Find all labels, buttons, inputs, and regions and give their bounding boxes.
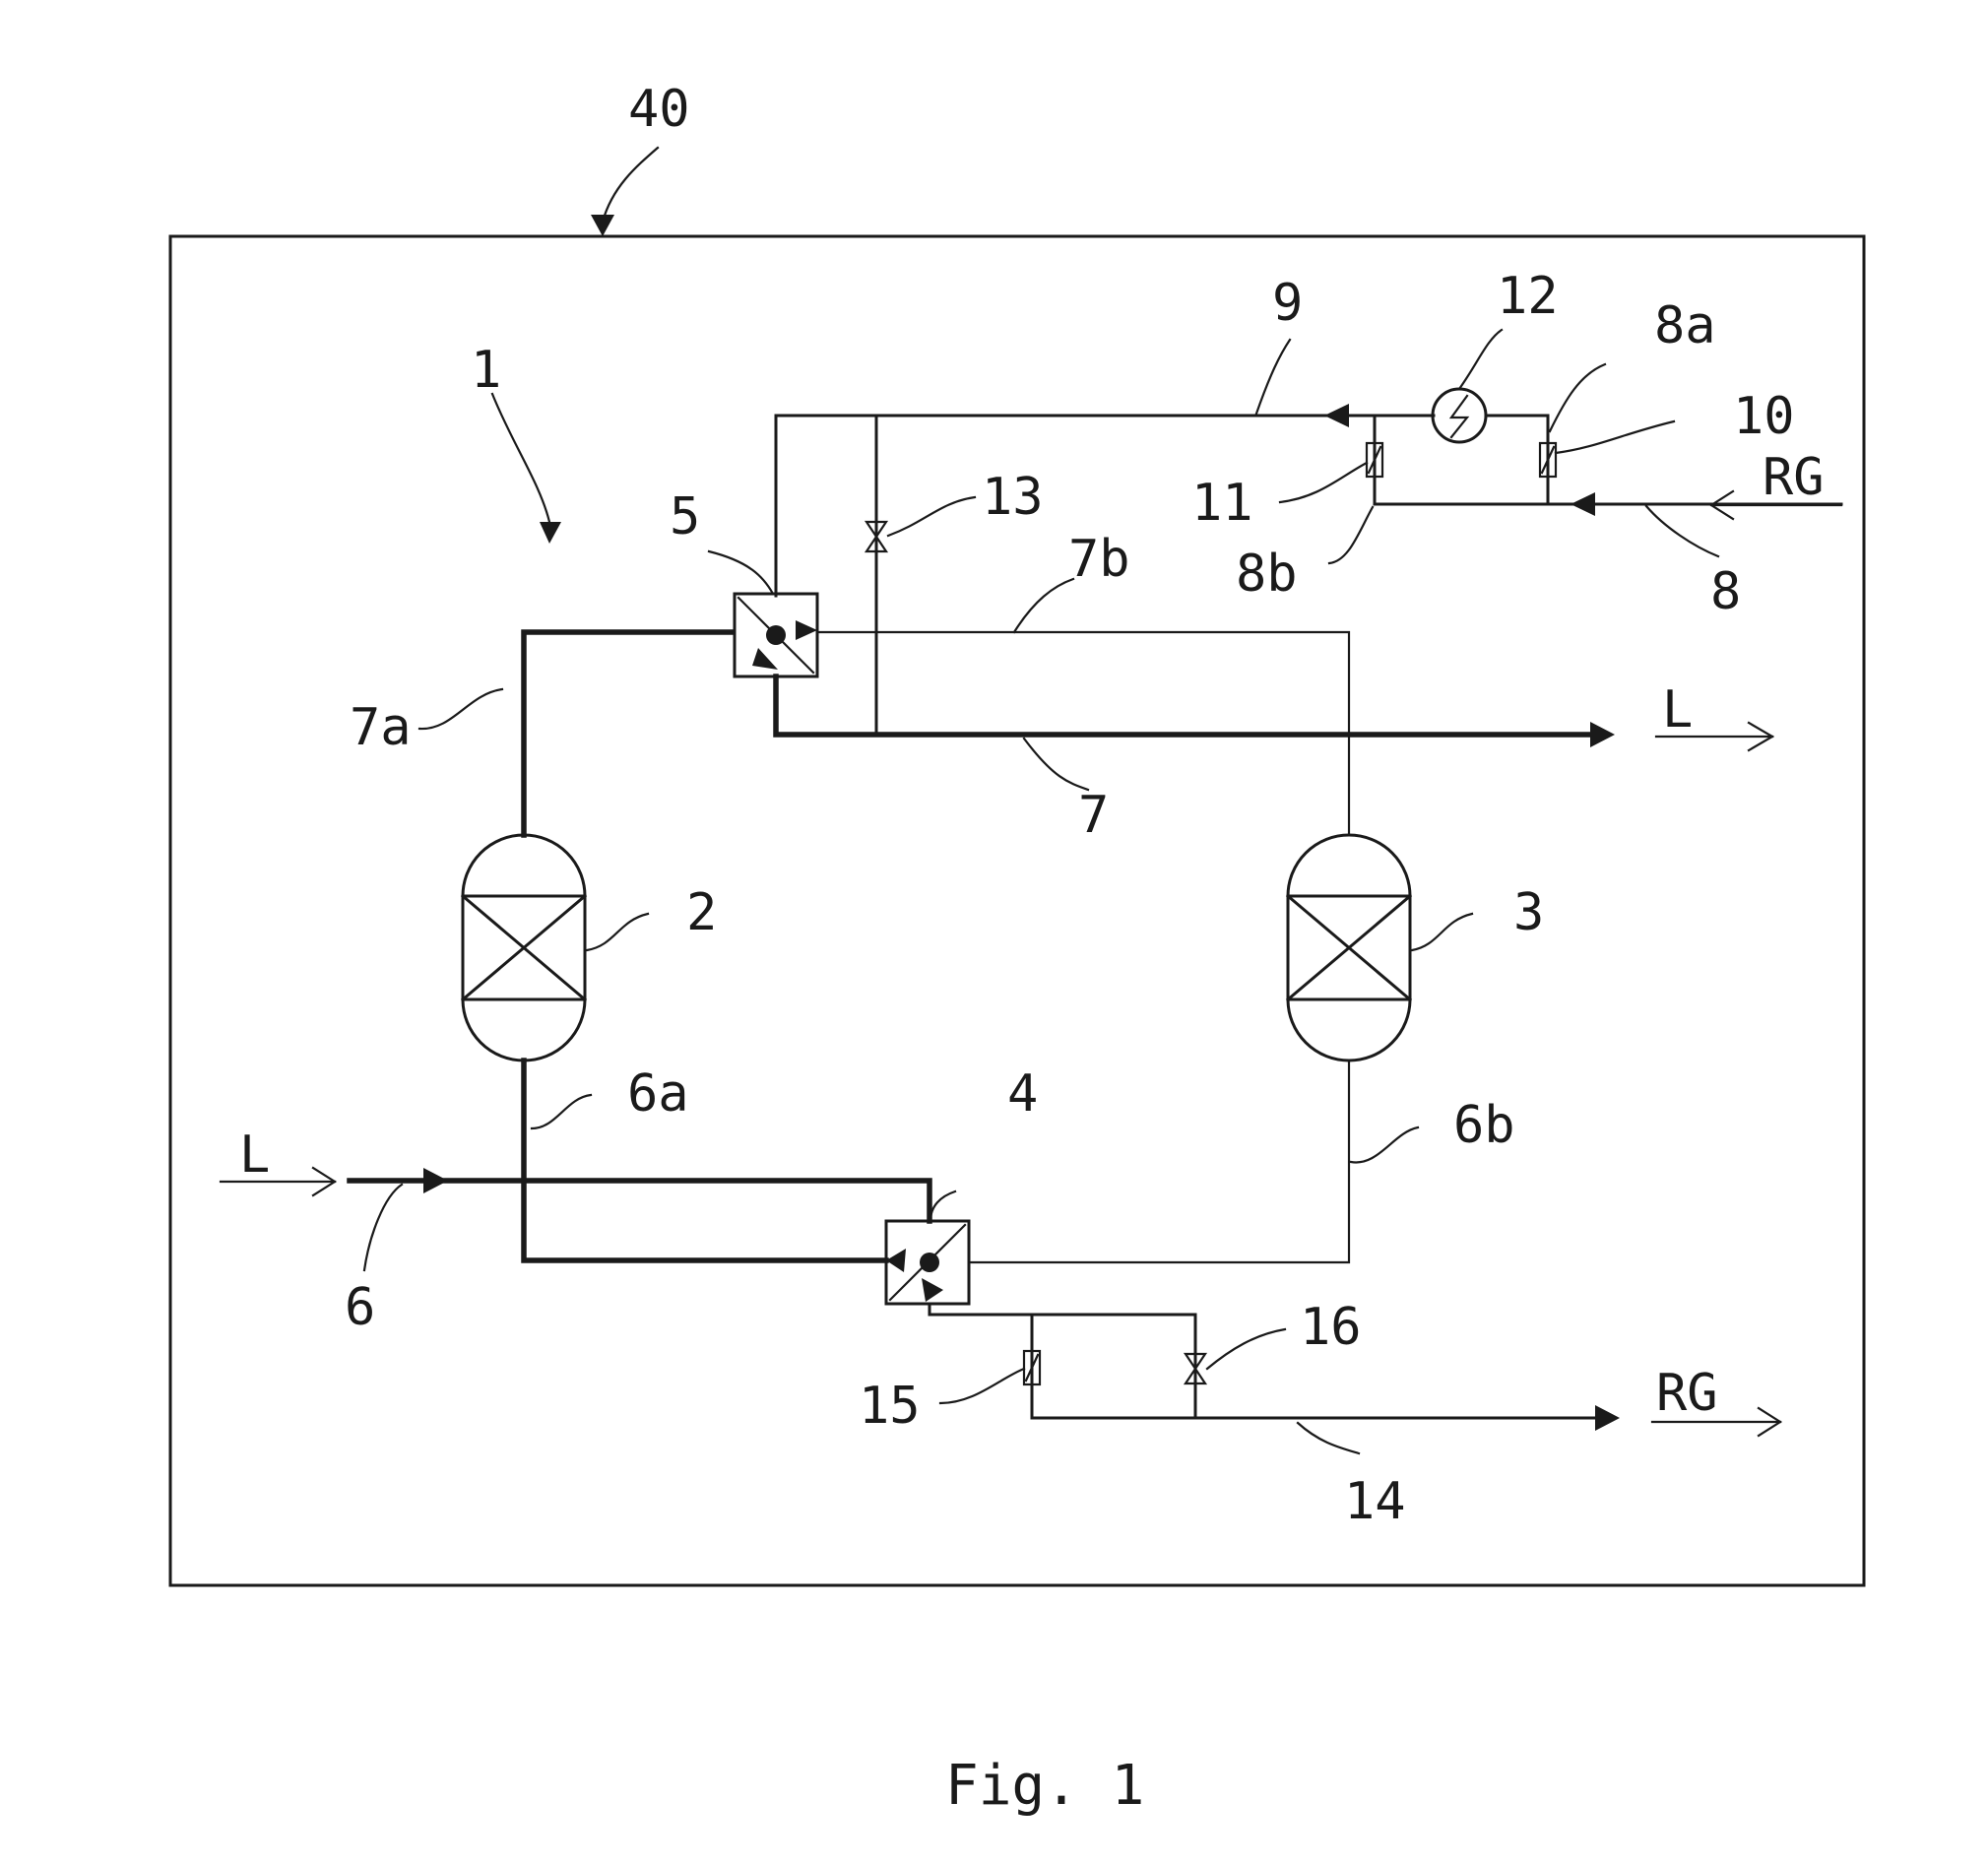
line-8b: [1375, 416, 1548, 504]
adsorber-3: [1288, 835, 1410, 1061]
device-leader: [492, 394, 549, 522]
flow-regen-in: RG: [1763, 448, 1825, 507]
system-boundary: [170, 236, 1864, 1585]
label-15: 15: [859, 1377, 921, 1436]
label-11: 11: [1191, 474, 1253, 533]
figure-caption: Fig. 1: [945, 1754, 1144, 1818]
label-13: 13: [982, 468, 1044, 527]
flow-air-out: L: [1662, 680, 1693, 740]
line-7a: [524, 632, 733, 835]
label-40: 40: [628, 80, 690, 139]
label-3: 3: [1513, 883, 1544, 942]
adsorber-2: [463, 835, 585, 1061]
label-7a: 7a: [350, 698, 412, 757]
heater-12[interactable]: [1433, 389, 1486, 442]
line-7-outlet: [776, 676, 1590, 735]
label-10: 10: [1733, 387, 1795, 446]
label-7b: 7b: [1068, 530, 1130, 589]
label-6: 6: [345, 1278, 375, 1337]
label-6a: 6a: [627, 1064, 689, 1124]
label-8: 8: [1710, 562, 1741, 621]
line-6a: [524, 1061, 886, 1260]
label-1: 1: [471, 341, 501, 400]
label-8a: 8a: [1654, 296, 1716, 355]
label-6b: 6b: [1453, 1096, 1515, 1155]
flow-air-in: L: [239, 1125, 270, 1185]
label-14: 14: [1344, 1472, 1406, 1531]
label-7: 7: [1078, 786, 1109, 845]
valve-5[interactable]: [735, 594, 817, 676]
label-4: 4: [1007, 1064, 1038, 1124]
label-8b: 8b: [1236, 545, 1298, 604]
exhaust-header: [930, 1304, 1195, 1418]
label-12: 12: [1497, 267, 1559, 326]
line-6-inlet: [350, 1181, 930, 1221]
boundary-leader: [591, 148, 658, 236]
flow-regen-out: RG: [1656, 1364, 1718, 1423]
label-5: 5: [670, 487, 700, 547]
label-16: 16: [1300, 1298, 1362, 1357]
label-9: 9: [1272, 274, 1303, 333]
label-2: 2: [686, 883, 717, 942]
valve-4[interactable]: [886, 1221, 969, 1304]
outlet-arrowhead: [1590, 722, 1615, 747]
